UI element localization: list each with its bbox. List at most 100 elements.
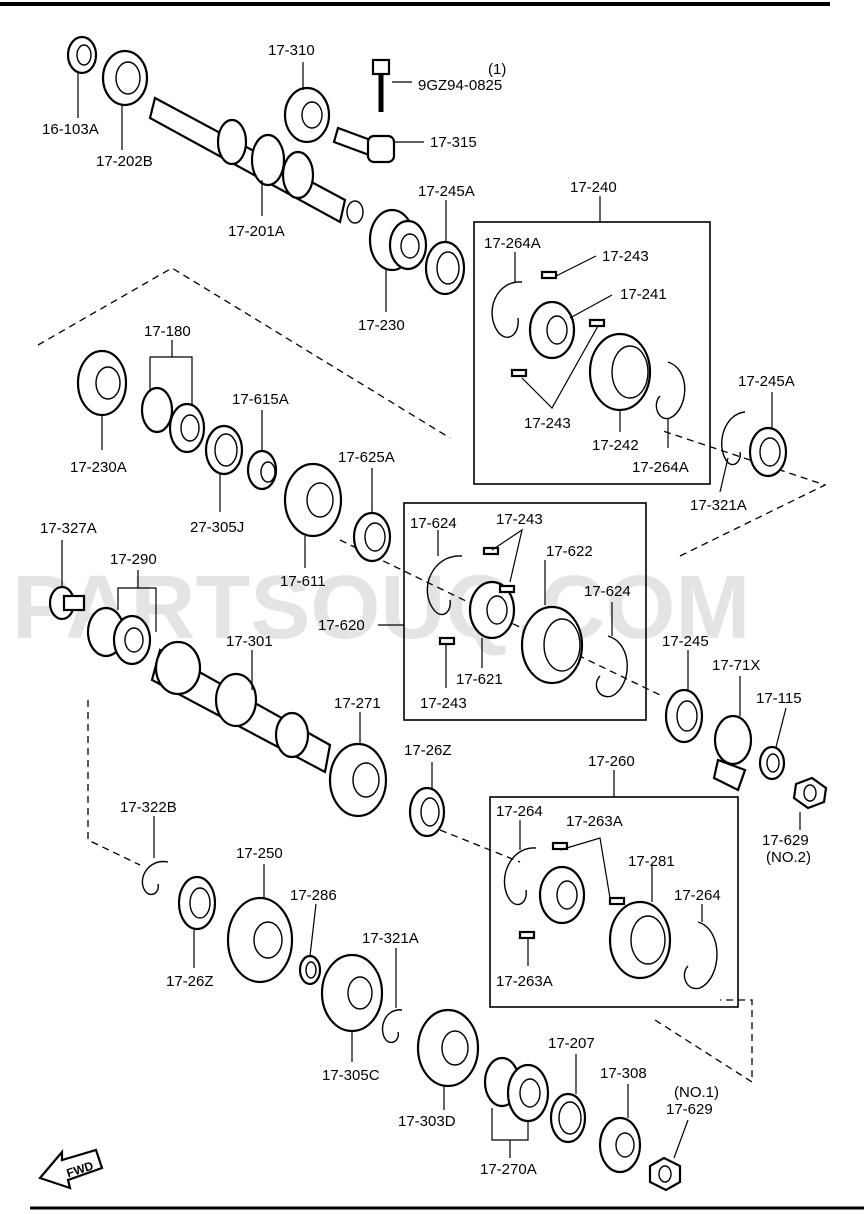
mainshaft-17-201A bbox=[148, 96, 364, 224]
seal-16-103A bbox=[66, 35, 98, 75]
label-17-327A: 17-327A bbox=[40, 520, 97, 537]
label-17-303D: 17-303D bbox=[398, 1113, 456, 1130]
gear-17-310 bbox=[283, 86, 331, 144]
label-17-180: 17-180 bbox=[144, 323, 191, 340]
ring-17-26Z-b bbox=[177, 875, 217, 931]
lower-right-outline bbox=[654, 999, 753, 1084]
key-17-263A-a bbox=[551, 841, 569, 851]
bearing-17-270A bbox=[483, 1056, 550, 1123]
lower-shaft-extension-line bbox=[439, 829, 521, 863]
gear-17-611 bbox=[283, 462, 343, 538]
snap-ring-17-624-a bbox=[426, 555, 463, 616]
label-17-264A-top: 17-264A bbox=[484, 235, 541, 252]
key-17-243-d bbox=[482, 546, 500, 556]
label-no2: (NO.2) bbox=[766, 849, 811, 866]
key-17-243-e bbox=[498, 584, 516, 594]
label-17-263A-b: 17-263A bbox=[496, 973, 553, 990]
bearing-17-290 bbox=[86, 606, 152, 666]
label-17-240: 17-240 bbox=[570, 179, 617, 196]
snap-ring-17-264-a bbox=[503, 847, 537, 906]
label-17-305C: 17-305C bbox=[322, 1067, 380, 1084]
part-17-71X bbox=[712, 714, 753, 792]
label-17-322B: 17-322B bbox=[120, 799, 177, 816]
label-17-241: 17-241 bbox=[620, 286, 667, 303]
label-17-230: 17-230 bbox=[358, 317, 405, 334]
label-9GZ94-qty: (1) bbox=[488, 61, 506, 78]
label-17-115: 17-115 bbox=[756, 690, 802, 707]
lower-group-outline bbox=[87, 700, 141, 866]
snap-ring-17-286 bbox=[298, 954, 322, 986]
label-17-629-no2: 17-629 bbox=[762, 832, 809, 849]
gear-17-303D bbox=[416, 1008, 480, 1088]
nut-17-629-no1 bbox=[648, 1156, 682, 1192]
label-17-250: 17-250 bbox=[236, 845, 283, 862]
label-17-308: 17-308 bbox=[600, 1065, 647, 1082]
needle-bearing-17-615A bbox=[246, 449, 278, 491]
label-17-286: 17-286 bbox=[290, 887, 337, 904]
key-17-263A-b bbox=[608, 896, 626, 906]
label-16-103A: 16-103A bbox=[42, 121, 99, 138]
label-17-622: 17-622 bbox=[546, 543, 593, 560]
label-17-321A-low: 17-321A bbox=[362, 930, 419, 947]
label-17-271: 17-271 bbox=[334, 695, 381, 712]
label-17-629-no1: 17-629 bbox=[666, 1101, 713, 1118]
label-17-26Z-b: 17-26Z bbox=[166, 973, 214, 990]
label-17-201A: 17-201A bbox=[228, 223, 285, 240]
label-17-202B: 17-202B bbox=[96, 153, 153, 170]
key-17-243-c bbox=[510, 368, 528, 378]
label-17-621: 17-621 bbox=[456, 671, 503, 688]
hub-17-241 bbox=[528, 300, 576, 360]
gear-17-305C bbox=[320, 953, 384, 1033]
key-17-243-b bbox=[588, 318, 606, 328]
ring-17-245 bbox=[664, 688, 704, 744]
snap-ring-17-264A-top bbox=[491, 281, 523, 338]
countershaft-group-outline bbox=[37, 267, 451, 439]
countershaft-17-301 bbox=[150, 640, 332, 774]
label-17-315: 17-315 bbox=[430, 134, 477, 151]
label-17-310: 17-310 bbox=[268, 42, 315, 59]
bearing-17-202B bbox=[101, 49, 149, 107]
label-17-245: 17-245 bbox=[662, 633, 709, 650]
snap-ring-17-322B bbox=[141, 860, 169, 896]
label-17-281: 17-281 bbox=[628, 853, 675, 870]
label-17-624-b: 17-624 bbox=[584, 583, 631, 600]
label-17-615A: 17-615A bbox=[232, 391, 289, 408]
snap-ring-17-321A-right bbox=[721, 411, 746, 466]
snap-ring-17-264A-bottom bbox=[655, 361, 686, 420]
fwd-arrow-icon: FWD bbox=[38, 1148, 104, 1190]
snap-ring-17-321A-low bbox=[381, 1009, 403, 1044]
label-9GZ94-0825: 9GZ94-0825 bbox=[418, 77, 502, 94]
ring-17-245A-top bbox=[424, 240, 466, 296]
ring-17-625A bbox=[352, 511, 392, 563]
label-17-26Z-a: 17-26Z bbox=[404, 742, 452, 759]
label-17-243-d: 17-243 bbox=[420, 695, 467, 712]
label-17-263A-a: 17-263A bbox=[566, 813, 623, 830]
snap-ring-17-264-b bbox=[683, 921, 718, 990]
gear-17-308 bbox=[598, 1116, 642, 1174]
right-group-outline bbox=[659, 429, 827, 557]
label-17-321A-right: 17-321A bbox=[690, 497, 747, 514]
label-17-243-a: 17-243 bbox=[602, 248, 649, 265]
synchro-box-17-620 bbox=[403, 502, 647, 721]
label-17-242: 17-242 bbox=[592, 437, 639, 454]
label-27-305J: 27-305J bbox=[190, 519, 244, 536]
ring-17-115 bbox=[758, 745, 786, 781]
label-17-245A-right: 17-245A bbox=[738, 373, 795, 390]
hub-17-621 bbox=[468, 580, 516, 640]
washer-17-207 bbox=[549, 1092, 587, 1144]
bolt-9GZ94-0825 bbox=[371, 58, 391, 112]
label-17-243-b: 17-243 bbox=[524, 415, 571, 432]
pin-17-315 bbox=[332, 126, 396, 164]
label-17-301: 17-301 bbox=[226, 633, 273, 650]
ring-17-245A-right bbox=[748, 426, 788, 478]
label-17-243-c: 17-243 bbox=[496, 511, 543, 528]
label-17-611: 17-611 bbox=[280, 573, 326, 590]
ring-17-26Z-a bbox=[408, 786, 446, 838]
hub-17-263A bbox=[538, 865, 586, 925]
snap-ring-17-624-b bbox=[595, 635, 628, 698]
label-17-625A: 17-625A bbox=[338, 449, 395, 466]
label-17-264-a: 17-264 bbox=[496, 803, 543, 820]
label-17-264-b: 17-264 bbox=[674, 887, 721, 904]
washer-27-305J bbox=[204, 424, 244, 476]
label-17-624-a: 17-624 bbox=[410, 515, 457, 532]
